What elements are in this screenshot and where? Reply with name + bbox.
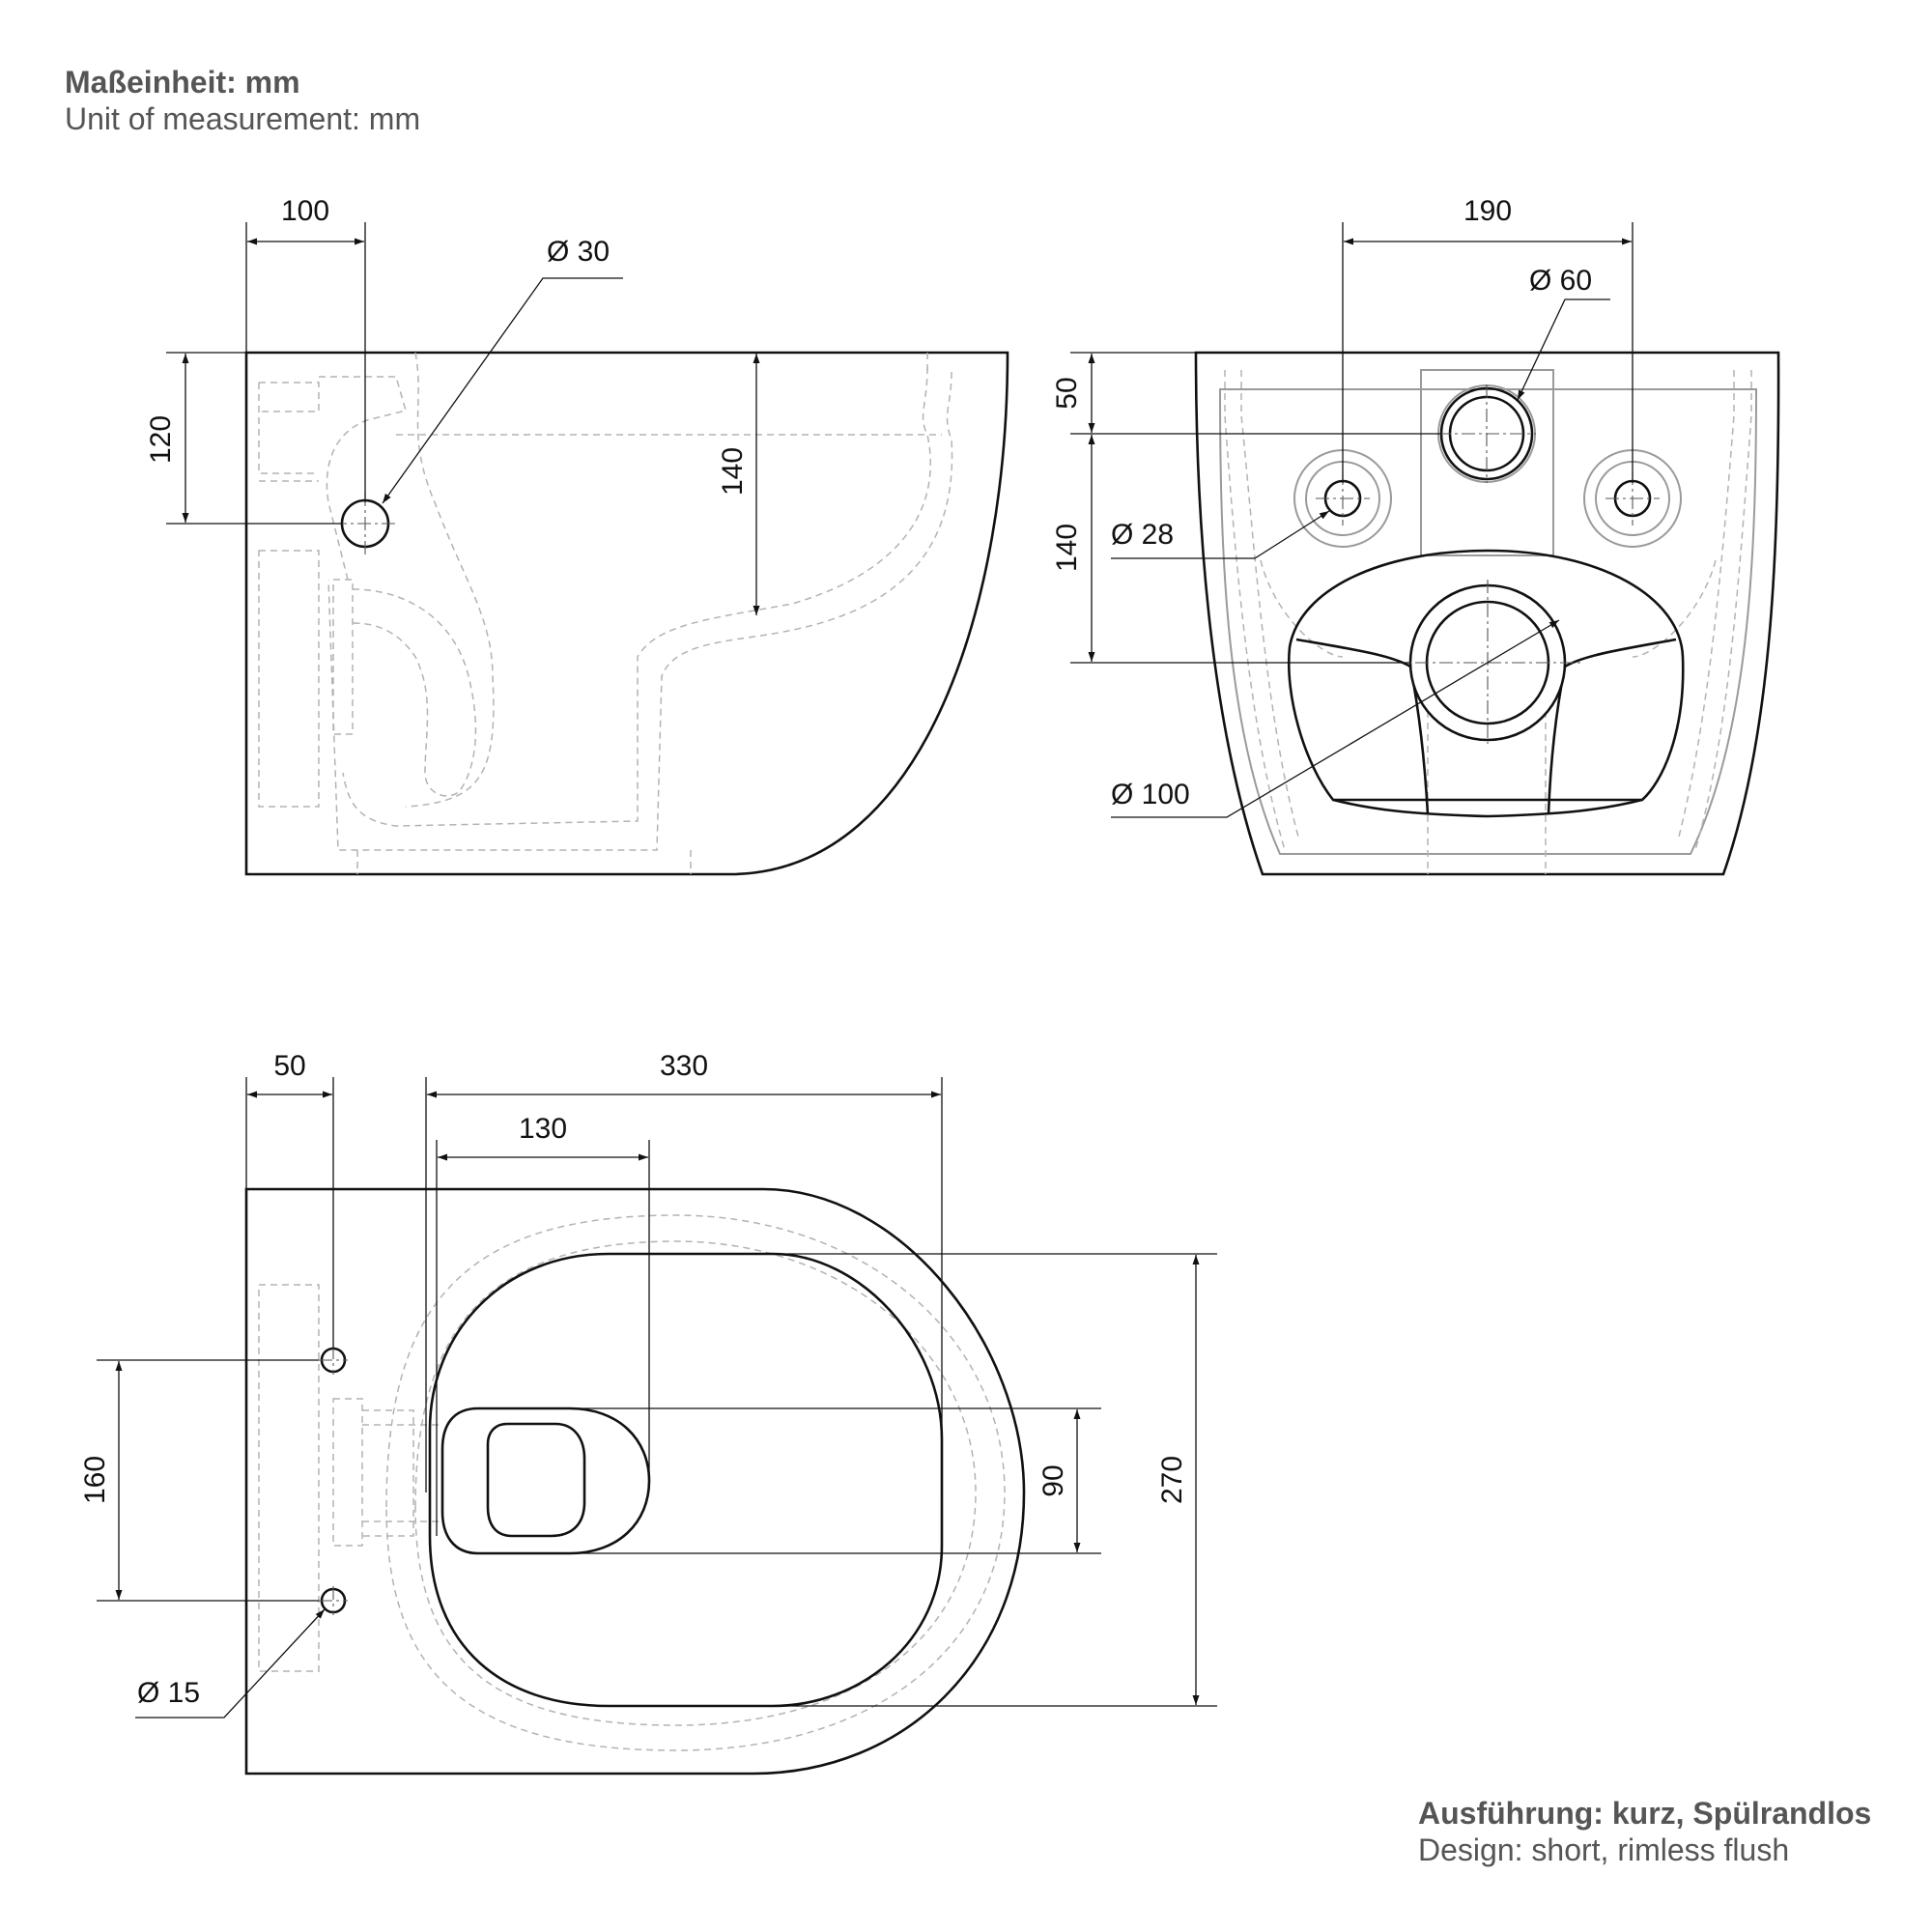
top-bolt-bottom-center bbox=[319, 1586, 348, 1615]
side-dim-140: 140 bbox=[717, 354, 760, 615]
side-dim-d30: Ø 30 bbox=[382, 236, 623, 504]
top-hidden-lines bbox=[258, 1284, 442, 1672]
side-body-outline bbox=[244, 351, 1009, 876]
rear-dim-d100: Ø 100 bbox=[1111, 619, 1560, 818]
rear-dim-50: 50 bbox=[1051, 352, 1441, 435]
top-dim-90: 90 bbox=[570, 1407, 1101, 1554]
top-rim-hidden bbox=[414, 1240, 977, 1726]
dim-330-label: 330 bbox=[660, 1050, 708, 1082]
top-outlet-shape bbox=[440, 1406, 651, 1555]
rear-dim-190: 190 bbox=[1342, 195, 1634, 483]
dim-d30-label: Ø 30 bbox=[547, 236, 610, 268]
top-outlet-inner bbox=[486, 1422, 586, 1538]
side-hidden-lines bbox=[258, 352, 953, 874]
design-note: Ausführung: kurz, Spülrandlos Design: sh… bbox=[1418, 1795, 1871, 1868]
top-dim-330: 330 bbox=[425, 1050, 943, 1492]
dim-270-label: 270 bbox=[1156, 1456, 1188, 1504]
side-view: 100 Ø 30 120 140 bbox=[145, 195, 1009, 876]
rear-dim-d60: Ø 60 bbox=[1517, 265, 1610, 401]
dim-90-label: 90 bbox=[1037, 1464, 1069, 1496]
dim-160-label: 160 bbox=[79, 1456, 111, 1504]
side-dim-100: 100 bbox=[245, 195, 366, 502]
rear-body-outline bbox=[1194, 351, 1780, 876]
top-dim-50: 50 bbox=[245, 1050, 334, 1349]
top-bowl-opening bbox=[428, 1252, 944, 1708]
top-body-outline bbox=[244, 1187, 1026, 1776]
dim-d28-label: Ø 28 bbox=[1111, 519, 1174, 551]
rear-inner-outline bbox=[1218, 388, 1758, 855]
rear-view: 190 Ø 60 50 140 Ø 28 Ø 100 bbox=[1051, 195, 1780, 876]
top-body-hidden bbox=[385, 1214, 1006, 1751]
top-dim-130: 130 bbox=[436, 1113, 650, 1536]
dim-50-rear-label: 50 bbox=[1051, 377, 1083, 409]
dim-d100-label: Ø 100 bbox=[1111, 779, 1190, 810]
rear-dim-d28: Ø 28 bbox=[1111, 510, 1330, 559]
dim-d15-label: Ø 15 bbox=[137, 1677, 200, 1709]
dim-140-rear-label: 140 bbox=[1051, 524, 1083, 572]
top-dim-160: 160 bbox=[79, 1359, 319, 1602]
dim-d60-label: Ø 60 bbox=[1529, 265, 1592, 297]
dim-130-label: 130 bbox=[519, 1113, 567, 1145]
rear-flush-center bbox=[1437, 384, 1536, 483]
top-dim-270: 270 bbox=[773, 1253, 1217, 1707]
design-note-de: Ausführung: kurz, Spülrandlos bbox=[1418, 1796, 1872, 1831]
design-note-en: Design: short, rimless flush bbox=[1418, 1833, 1790, 1867]
top-view: 50 330 130 160 Ø 15 bbox=[79, 1050, 1217, 1776]
unit-note-de: Maßeinheit: mm bbox=[65, 65, 300, 99]
unit-note-en: Unit of measurement: mm bbox=[65, 101, 421, 136]
dim-140-side-label: 140 bbox=[717, 447, 749, 496]
dim-100-label: 100 bbox=[281, 195, 329, 227]
top-dim-d15: Ø 15 bbox=[135, 1608, 326, 1719]
top-bolt-top-center bbox=[319, 1346, 348, 1375]
side-inlet-center bbox=[333, 493, 398, 555]
rear-dim-140: 140 bbox=[1051, 435, 1410, 664]
unit-note: Maßeinheit: mm Unit of measurement: mm bbox=[65, 64, 420, 137]
dim-120-label: 120 bbox=[145, 415, 177, 464]
side-dim-120: 120 bbox=[145, 352, 342, 525]
dim-190-label: 190 bbox=[1463, 195, 1512, 227]
dim-50-top-label: 50 bbox=[273, 1050, 305, 1082]
